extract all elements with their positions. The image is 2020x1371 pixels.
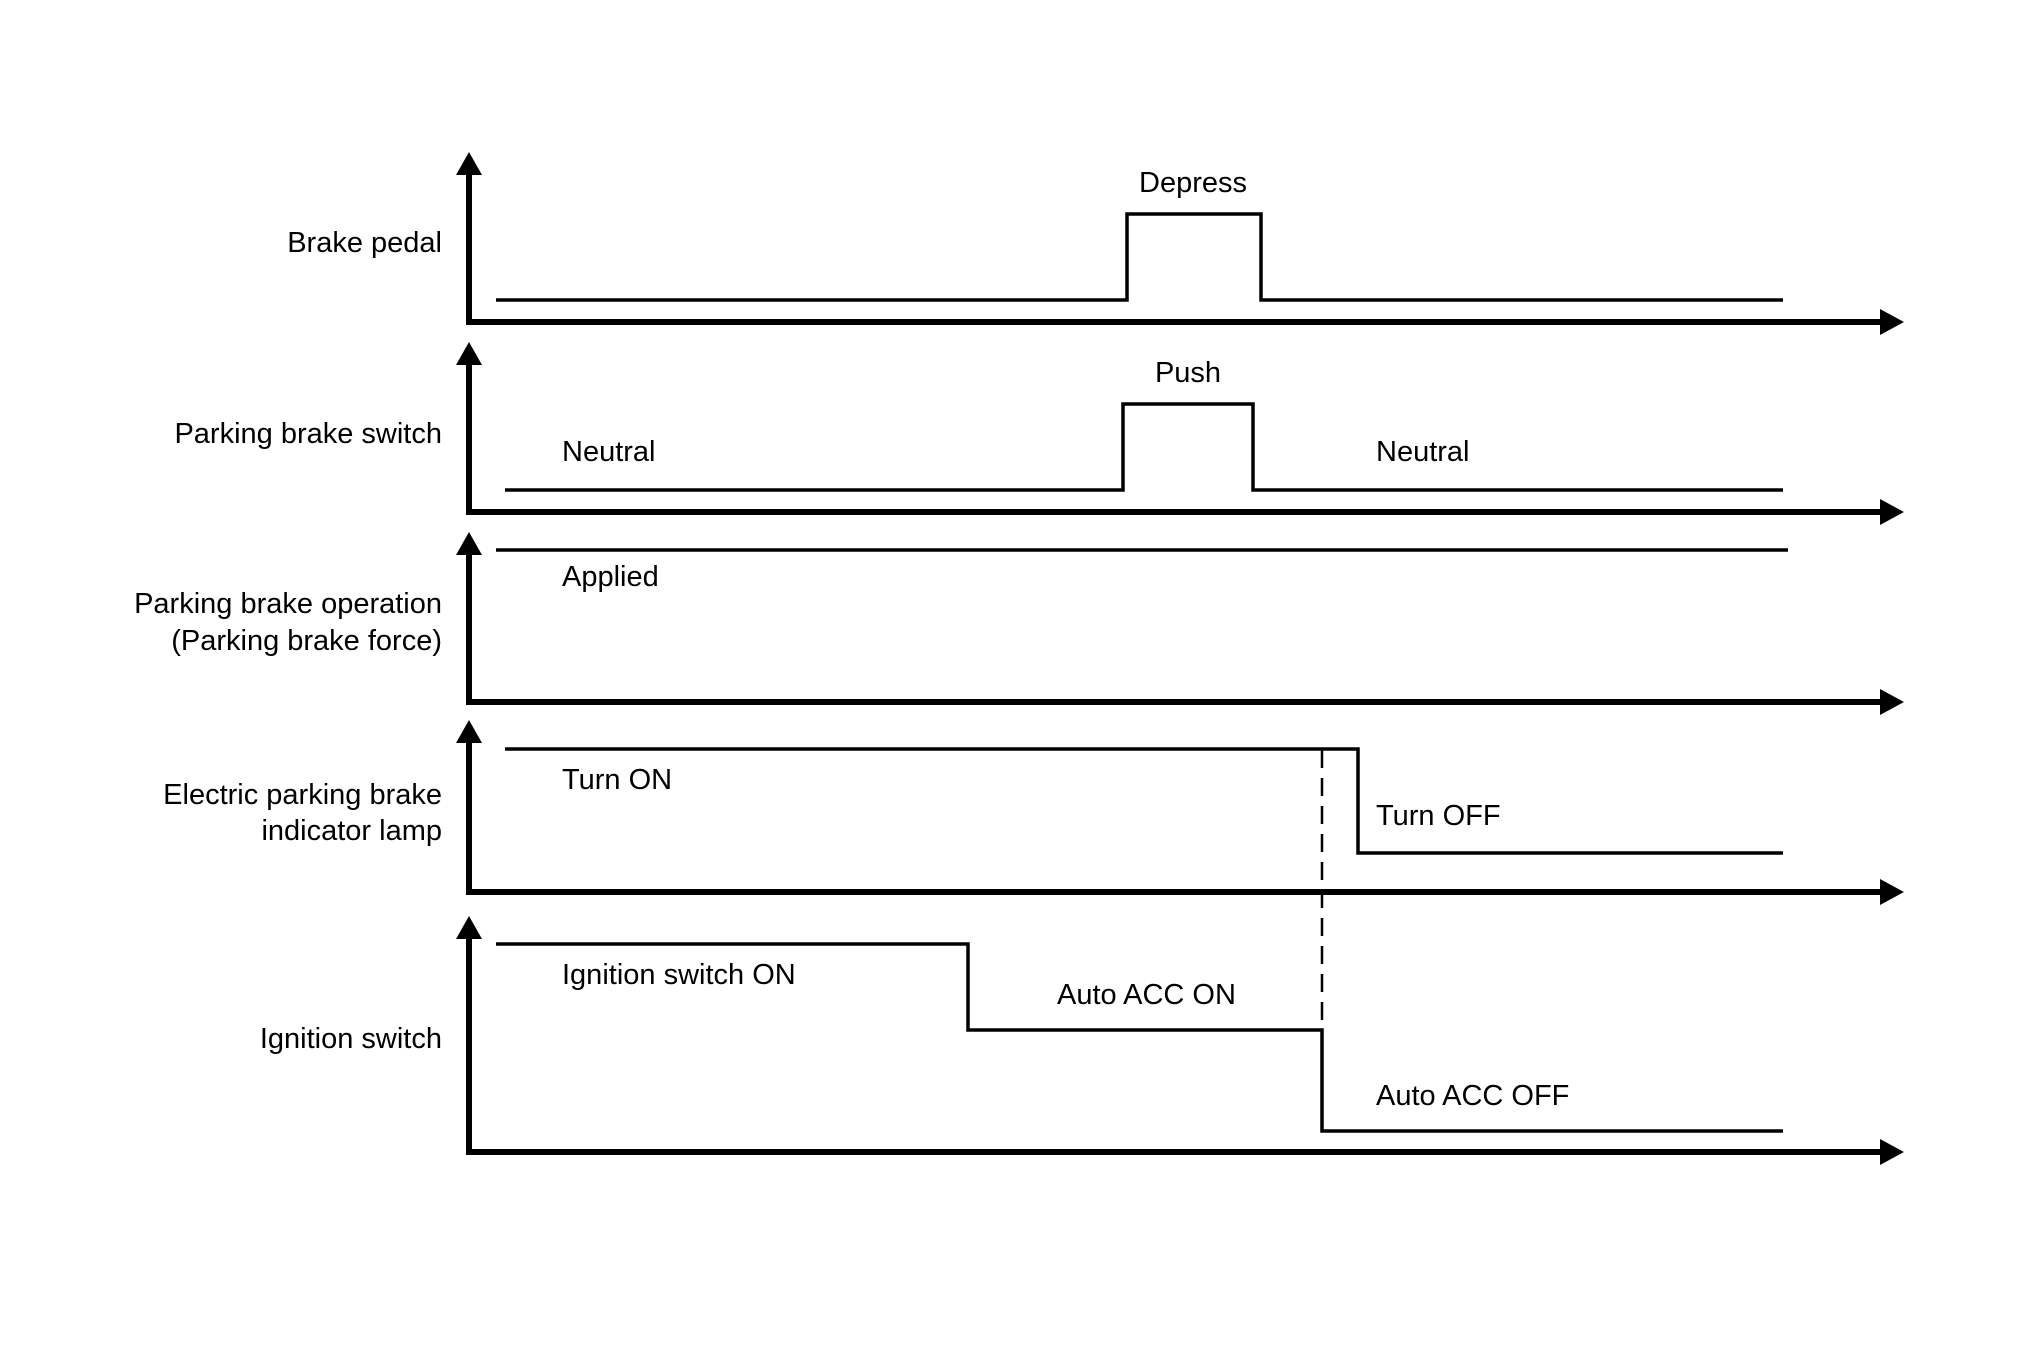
x-axis-arrowhead	[1880, 499, 1904, 525]
signal-brake-pedal	[496, 212, 1783, 302]
row-label-ignition-switch: Ignition switch	[260, 1023, 442, 1055]
row-label-parking-brake-switch: Parking brake switch	[174, 418, 442, 450]
row-label-epb-indicator-lamp: Electric parking brake	[163, 779, 442, 811]
x-axis-arrowhead	[1880, 1139, 1904, 1165]
axes-parking-brake-switch	[456, 342, 1904, 525]
axis-lines	[466, 170, 1882, 325]
state-label-neutral-after: Neutral	[1376, 436, 1470, 468]
axes-brake-pedal	[456, 152, 1904, 335]
axis-lines	[466, 934, 1882, 1155]
state-label-push: Push	[1155, 357, 1221, 389]
state-label-applied: Applied	[562, 561, 659, 593]
x-axis-arrowhead	[1880, 309, 1904, 335]
y-axis-arrowhead	[456, 916, 482, 939]
y-axis-arrowhead	[456, 532, 482, 555]
x-axis-arrowhead	[1880, 689, 1904, 715]
row-label-epb-indicator-lamp-sub: indicator lamp	[261, 815, 442, 847]
signal-ignition-switch	[496, 942, 1783, 1133]
signal-epb-indicator-lamp	[505, 747, 1783, 855]
y-axis-arrowhead	[456, 342, 482, 365]
state-label-turn-on: Turn ON	[562, 764, 672, 796]
row-label-brake-pedal: Brake pedal	[287, 227, 442, 259]
axes-ignition-switch	[456, 916, 1904, 1165]
state-label-ignition-switch-on: Ignition switch ON	[562, 959, 796, 991]
state-label-neutral-before: Neutral	[562, 436, 656, 468]
y-axis-arrowhead	[456, 720, 482, 743]
axes-epb-indicator-lamp	[456, 720, 1904, 905]
x-axis-arrowhead	[1880, 879, 1904, 905]
y-axis-arrowhead	[456, 152, 482, 175]
row-label-parking-brake-operation-sub: (Parking brake force)	[171, 625, 442, 657]
state-label-auto-acc-off: Auto ACC OFF	[1376, 1080, 1569, 1112]
axis-lines	[466, 550, 1882, 705]
axes-parking-brake-operation	[456, 532, 1904, 715]
state-label-auto-acc-on: Auto ACC ON	[1057, 979, 1236, 1011]
signal-parking-brake-switch	[505, 402, 1783, 492]
state-label-turn-off: Turn OFF	[1376, 800, 1501, 832]
axis-lines	[466, 738, 1882, 895]
row-label-parking-brake-operation: Parking brake operation	[134, 588, 442, 620]
state-label-depress: Depress	[1139, 167, 1247, 199]
axis-lines	[466, 360, 1882, 515]
